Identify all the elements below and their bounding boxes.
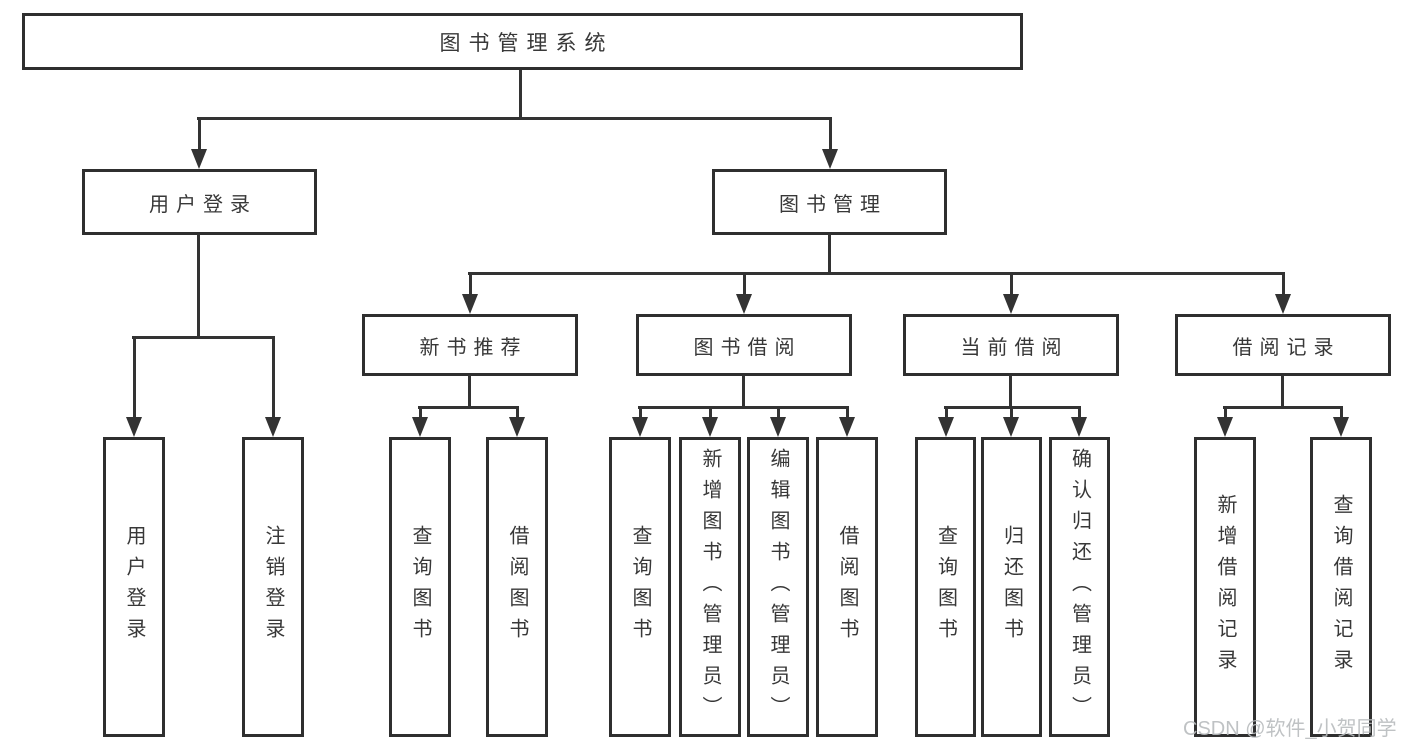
connector-horizontal-line — [468, 272, 1285, 275]
leaf-bb-query-books: 查询图书 — [609, 437, 671, 737]
leaf-br-query-borrow-record: 查询借阅记录 — [1310, 437, 1372, 737]
arrow-down-icon — [1333, 406, 1349, 437]
connector-horizontal-line — [197, 117, 832, 120]
node-borrowing-records-label: 借阅记录 — [1232, 336, 1341, 359]
node-current-borrowing: 当前借阅 — [903, 314, 1119, 376]
connector-vertical-line — [519, 70, 522, 118]
connector-horizontal-line — [638, 406, 849, 409]
leaf-cb-return-books: 归还图书 — [981, 437, 1042, 737]
leaf-br-add-borrow-record-label: 新增借阅记录 — [1214, 494, 1236, 680]
leaf-bb-borrow-books: 借阅图书 — [816, 437, 878, 737]
node-book-management-label: 图书管理 — [779, 193, 887, 216]
arrow-down-icon — [1217, 406, 1233, 437]
connector-vertical-line — [828, 234, 831, 274]
connector-horizontal-line — [1223, 406, 1343, 409]
arrow-down-icon — [1275, 272, 1291, 314]
connector-vertical-line — [1281, 375, 1284, 408]
leaf-logout: 注销登录 — [242, 437, 304, 737]
connector-horizontal-line — [132, 336, 275, 339]
leaf-cb-query-books-label: 查询图书 — [934, 525, 957, 649]
leaf-rec-borrow-books: 借阅图书 — [486, 437, 548, 737]
leaf-logout-label: 注销登录 — [262, 525, 284, 649]
node-library-management-system: 图书管理系统 — [22, 13, 1023, 70]
arrow-down-icon — [1003, 406, 1019, 437]
arrow-down-icon — [1071, 406, 1087, 437]
leaf-br-add-borrow-record: 新增借阅记录 — [1194, 437, 1256, 737]
leaf-rec-query-books-label: 查询图书 — [409, 525, 431, 649]
leaf-bb-edit-books-admin: 编辑图书（管理员） — [747, 437, 809, 737]
arrow-down-icon — [632, 406, 648, 437]
leaf-cb-return-books-label: 归还图书 — [1000, 525, 1023, 649]
leaf-cb-query-books: 查询图书 — [915, 437, 976, 737]
leaf-br-query-borrow-record-label: 查询借阅记录 — [1330, 494, 1352, 680]
arrow-down-icon — [938, 406, 954, 437]
arrow-down-icon — [839, 406, 855, 437]
node-book-borrowing-label: 图书借阅 — [693, 336, 802, 359]
leaf-rec-query-books: 查询图书 — [389, 437, 451, 737]
leaf-bb-edit-books-admin-label: 编辑图书（管理员） — [767, 447, 789, 727]
connector-vertical-line — [197, 234, 200, 338]
arrow-down-icon — [462, 272, 478, 314]
leaf-bb-query-books-label: 查询图书 — [629, 525, 651, 649]
node-user-login-label: 用户登录 — [149, 193, 257, 216]
leaf-user-login-label: 用户登录 — [123, 525, 145, 649]
connector-vertical-line — [468, 375, 471, 408]
arrow-down-icon — [412, 406, 428, 437]
node-library-management-system-label: 图书管理系统 — [439, 31, 614, 55]
arrow-down-icon — [126, 336, 142, 437]
leaf-user-login: 用户登录 — [103, 437, 165, 737]
leaf-bb-borrow-books-label: 借阅图书 — [836, 525, 858, 649]
arrow-down-icon — [265, 336, 281, 437]
arrow-down-icon — [736, 272, 752, 314]
leaf-cb-confirm-return-admin: 确认归还（管理员） — [1049, 437, 1110, 737]
leaf-rec-borrow-books-label: 借阅图书 — [506, 525, 528, 649]
leaf-cb-confirm-return-admin-label: 确认归还（管理员） — [1068, 447, 1091, 727]
leaf-bb-add-books-admin: 新增图书（管理员） — [679, 437, 741, 737]
connector-vertical-line — [1009, 375, 1012, 408]
csdn-watermark: CSDN @软件_小贺同学 — [1183, 718, 1397, 740]
arrow-down-icon — [822, 117, 838, 169]
arrow-down-icon — [770, 406, 786, 437]
connector-vertical-line — [742, 375, 745, 408]
arrow-down-icon — [191, 117, 207, 169]
arrow-down-icon — [702, 406, 718, 437]
node-new-book-recommendation-label: 新书推荐 — [419, 336, 528, 359]
connector-horizontal-line — [418, 406, 519, 409]
node-book-borrowing: 图书借阅 — [636, 314, 852, 376]
arrow-down-icon — [509, 406, 525, 437]
node-book-management: 图书管理 — [712, 169, 947, 235]
node-borrowing-records: 借阅记录 — [1175, 314, 1391, 376]
leaf-bb-add-books-admin-label: 新增图书（管理员） — [699, 447, 721, 727]
arrow-down-icon — [1003, 272, 1019, 314]
node-new-book-recommendation: 新书推荐 — [362, 314, 578, 376]
node-user-login: 用户登录 — [82, 169, 317, 235]
connector-horizontal-line — [944, 406, 1081, 409]
node-current-borrowing-label: 当前借阅 — [960, 336, 1069, 359]
